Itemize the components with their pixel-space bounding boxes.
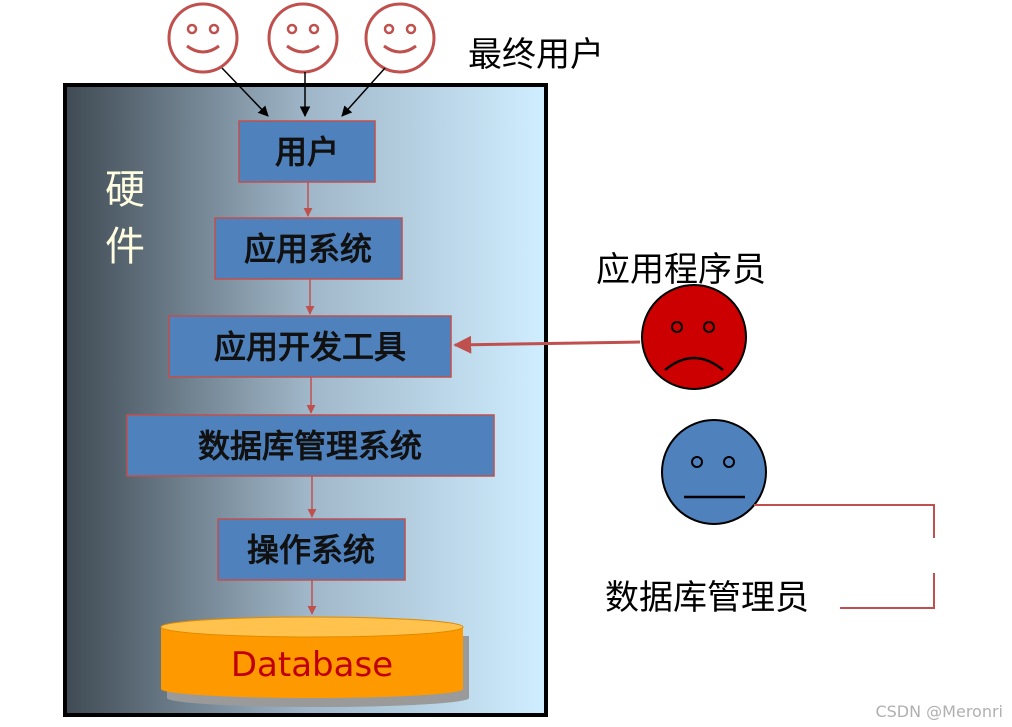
end-user-face-3 — [364, 2, 436, 74]
dba-neutral-face — [661, 419, 767, 525]
dba-bracket-line — [754, 504, 935, 538]
layer-user: 用户 — [238, 120, 376, 183]
layer-app-system: 应用系统 — [214, 217, 403, 280]
arrow-face3-to-user — [341, 67, 386, 117]
dba-label: 数据库管理员 — [605, 578, 809, 618]
svg-text:应用开发工具: 应用开发工具 — [214, 328, 406, 366]
end-user-face-2 — [267, 2, 339, 74]
svg-text:操作系统: 操作系统 — [247, 531, 375, 569]
watermark-text: CSDN @Meronri — [875, 702, 1003, 721]
end-user-face-1 — [167, 2, 239, 74]
database-cylinder: Database — [160, 616, 469, 707]
svg-text:数据库管理系统: 数据库管理系统 — [198, 427, 422, 465]
hardware-label-char-2: 件 — [105, 224, 145, 270]
hardware-label-char-1: 硬 — [105, 167, 145, 213]
svg-text:应用系统: 应用系统 — [244, 230, 372, 268]
app-programmer-sad-face — [641, 284, 747, 390]
arrow-face1-to-user — [221, 67, 269, 117]
layer-dbms: 数据库管理系统 — [126, 414, 495, 477]
arrow-programmer-to-dev-tools — [453, 335, 641, 354]
layer-os: 操作系统 — [217, 518, 406, 581]
end-users-label: 最终用户 — [468, 35, 604, 75]
hardware-container — [63, 83, 548, 717]
layer-dev-tools: 应用开发工具 — [168, 315, 452, 378]
svg-text:Database: Database — [231, 645, 393, 685]
svg-text:用户: 用户 — [275, 133, 339, 171]
app-programmer-label: 应用程序员 — [596, 250, 766, 290]
dba-bracket-line-lower — [840, 573, 935, 609]
